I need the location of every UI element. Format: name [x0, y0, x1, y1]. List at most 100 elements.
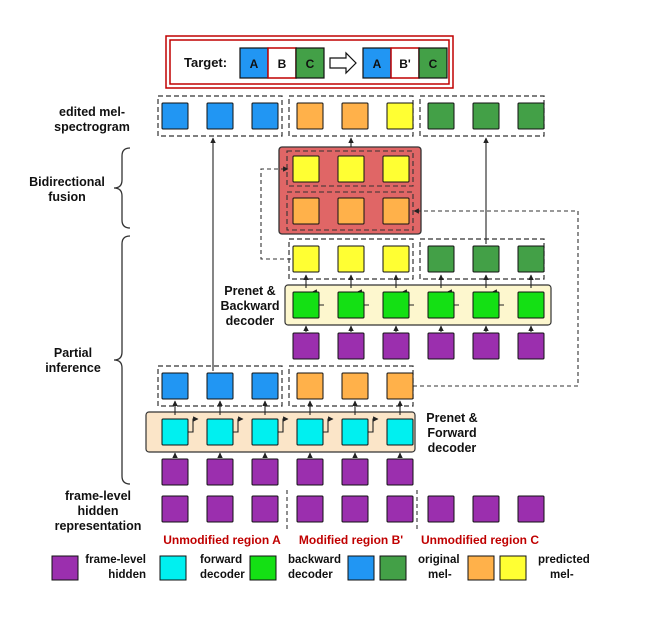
backward-output-block [337, 245, 365, 273]
edited-label-line1: edited mel- [59, 105, 125, 119]
forward-output-block [386, 372, 414, 400]
backward-hidden-block [517, 332, 545, 360]
forward-output-block [296, 372, 324, 400]
forward-hidden-block [386, 458, 414, 486]
backward-decoder-cell [517, 291, 545, 319]
legend-swatch-original-blue [347, 555, 375, 581]
fusion-yellow-block [292, 155, 320, 183]
target-arrow-icon [329, 51, 357, 75]
backward-output-block [382, 245, 410, 273]
legend-swatch-hidden [51, 555, 79, 581]
legend: frame-level hidden forward decoder backw… [51, 554, 590, 581]
legend-forward-line1: forward [200, 554, 242, 566]
legend-hidden-line2: hidden [108, 569, 146, 581]
frame-label-line2: hidden [78, 504, 119, 518]
forward-decoder-cell [296, 418, 324, 446]
legend-hidden-line1: frame-level [85, 554, 146, 566]
partial-label-line1: Partial [54, 346, 92, 360]
target-left-b-text: B [278, 57, 287, 71]
edited-group-a [157, 95, 283, 137]
fusion-yellow-block [382, 155, 410, 183]
forward-hidden-block [206, 458, 234, 486]
frame-hidden-block [472, 495, 500, 523]
backward-hidden-block [292, 332, 320, 360]
frame-hidden-block [386, 495, 414, 523]
target-block-a2 [362, 47, 392, 79]
legend-swatch-predicted-orange [467, 555, 495, 581]
frame-label-line3: representation [55, 519, 142, 533]
legend-backward-line2: decoder [288, 569, 333, 581]
fusion-group-orange [286, 191, 414, 231]
forward-to-fusion-line [413, 208, 579, 387]
backward-label-line1: Prenet & [224, 284, 275, 298]
backward-output-block [427, 245, 455, 273]
forward-output-block [341, 372, 369, 400]
forward-decoder-cell [206, 418, 234, 446]
forward-output-block [251, 372, 279, 400]
frame-hidden-block [296, 495, 324, 523]
frame-label-line1: frame-level [65, 489, 131, 503]
forward-decoder-cell [386, 418, 414, 446]
legend-swatch-backward [249, 555, 277, 581]
backward-hidden-block [427, 332, 455, 360]
forward-hidden-block [161, 458, 189, 486]
forward-hidden-block [296, 458, 324, 486]
target-label: Target: [184, 55, 227, 70]
backward-output-block [472, 245, 500, 273]
frame-hidden-block [161, 495, 189, 523]
edited-block [341, 102, 369, 130]
forward-hidden-block [251, 458, 279, 486]
target-right-c-text: C [429, 57, 438, 71]
target-right-b-text: B' [399, 57, 411, 71]
target-block-c2 [418, 47, 448, 79]
backward-decoder-cell [292, 291, 320, 319]
fusion-label-line2: fusion [48, 190, 86, 204]
legend-backward-line1: backward [288, 554, 341, 566]
forward-output-block [161, 372, 189, 400]
forward-label-line1: Prenet & [426, 411, 477, 425]
fusion-orange-block [382, 197, 410, 225]
backward-hidden-block [382, 332, 410, 360]
edited-block [517, 102, 545, 130]
backward-decoder-cell [427, 291, 455, 319]
legend-predicted-line2: mel- [550, 569, 574, 581]
backward-output-block [517, 245, 545, 273]
forward-output-block [206, 372, 234, 400]
target-block-b [267, 47, 297, 79]
edited-block [206, 102, 234, 130]
edited-block [161, 102, 189, 130]
legend-swatch-original-green [379, 555, 407, 581]
fusion-orange-block [337, 197, 365, 225]
legend-swatch-forward [159, 555, 187, 581]
edited-block [472, 102, 500, 130]
edited-block [251, 102, 279, 130]
forward-label-line3: decoder [428, 441, 477, 455]
frame-hidden-block [517, 495, 545, 523]
decoder-labels: Prenet & Backward decoder Prenet & Forwa… [220, 284, 477, 455]
forward-decoder-cell [341, 418, 369, 446]
legend-predicted-line1: predicted [538, 554, 590, 566]
region-a-label: Unmodified region A [163, 533, 281, 547]
fusion-yellow-block [337, 155, 365, 183]
feedback-lines [260, 166, 579, 387]
partial-brace [113, 235, 131, 485]
forward-label-line2: Forward [427, 426, 476, 440]
left-labels: edited mel- spectrogram Bidirectional fu… [29, 105, 141, 533]
legend-original-line2: mel- [428, 569, 452, 581]
edited-block [296, 102, 324, 130]
frame-hidden-block [427, 495, 455, 523]
legend-forward-line2: decoder [200, 569, 245, 581]
backward-to-fusion-line [260, 166, 291, 260]
region-row: Unmodified region A Modified region B' U… [163, 490, 539, 547]
target-block-b2 [390, 47, 420, 79]
edited-label-line2: spectrogram [54, 120, 130, 134]
backward-label-line2: Backward [220, 299, 279, 313]
forward-decoder-cell [251, 418, 279, 446]
fusion-brace [113, 147, 131, 229]
target-left-c-text: C [306, 57, 315, 71]
region-b-label: Modified region B' [299, 533, 403, 547]
backward-hidden-block [472, 332, 500, 360]
blocks-layer [161, 102, 545, 523]
fusion-label-line1: Bidirectional [29, 175, 105, 189]
